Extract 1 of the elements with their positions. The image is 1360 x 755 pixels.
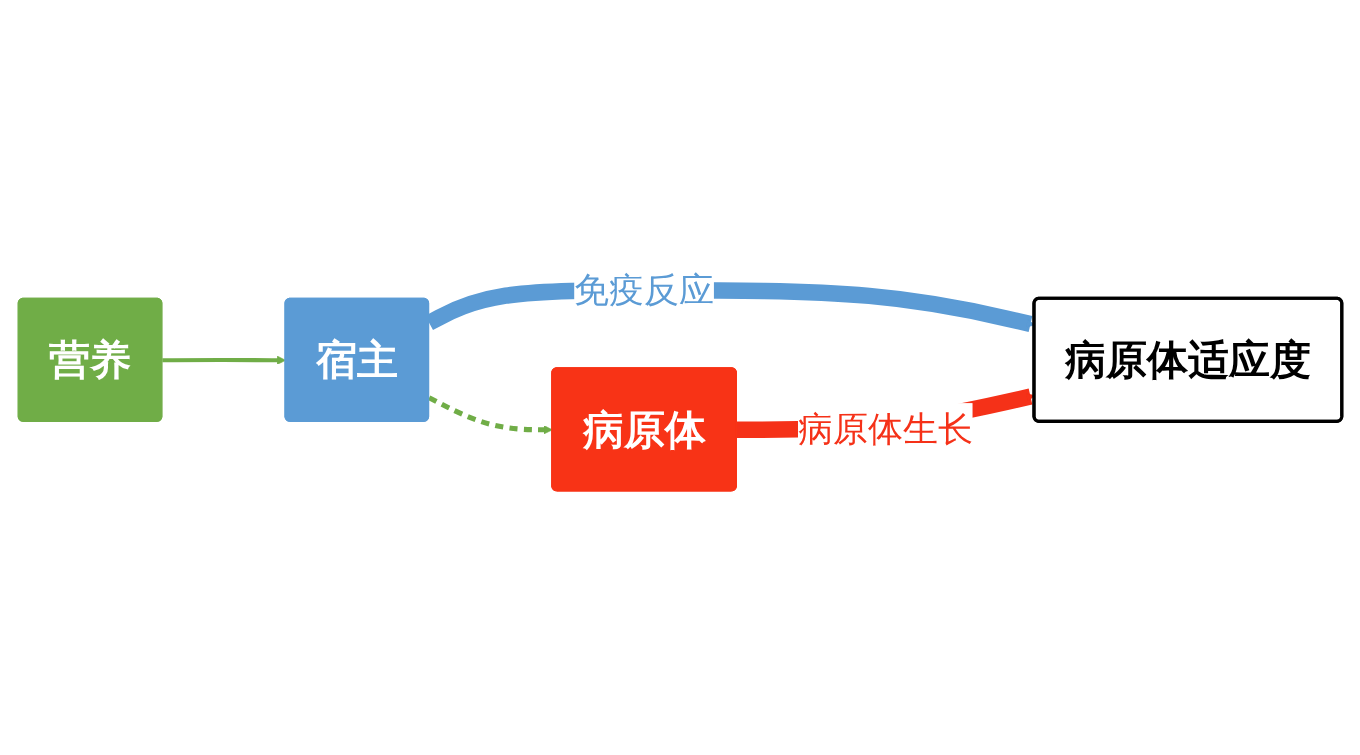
edge-label: 免疫反应: [574, 269, 714, 311]
